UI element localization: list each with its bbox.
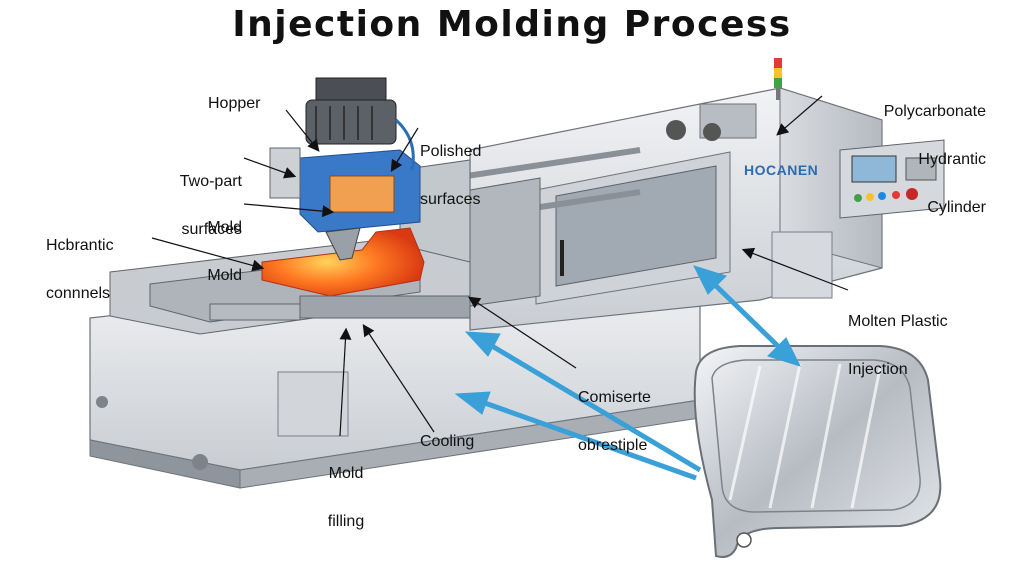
label-molten-line2: Injection <box>848 361 908 378</box>
process-arrows <box>454 265 801 481</box>
label-mold-line1: Mold <box>207 219 242 236</box>
molded-part-image <box>693 345 942 558</box>
brand-label: HOCANEN <box>744 162 819 178</box>
label-cylinder-line2: Hydrantic <box>918 151 986 168</box>
machine-cabinet <box>469 87 883 331</box>
label-cooling: Cooling <box>420 433 475 450</box>
label-cylinder-line3: Cylinder <box>927 199 986 216</box>
label-polished-surfaces: Polished surfaces <box>420 112 481 224</box>
label-two-part-line2: surfaces <box>181 221 242 238</box>
motor-icon <box>305 77 415 171</box>
label-polished-line2: surfaces <box>420 191 481 208</box>
label-two-part-surfaces: Two-part surfaces <box>128 142 242 254</box>
label-polished-line1: Polished <box>420 143 482 160</box>
label-channels-line2: connnels <box>46 285 111 302</box>
label-channels: Hcbrantic connnels <box>46 206 114 318</box>
label-comiserte-line2: obrestiple <box>578 437 648 454</box>
label-molten-line1: Molten Plastic <box>848 313 948 330</box>
label-hopper: Hopper <box>208 95 261 112</box>
label-comiserte-line1: Comiserte <box>578 389 651 406</box>
label-comiserte: Comiserte obrestiple <box>578 358 651 470</box>
label-mold-filling-line2: filling <box>327 513 365 530</box>
label-mold-filling-line1: Mold <box>328 465 364 482</box>
leader-lines <box>151 95 849 437</box>
label-channels-line1: Hcbrantic <box>46 237 114 254</box>
label-cylinder: Polycarbonate Hydrantic Cylinder <box>814 72 986 232</box>
label-molten-plastic: Molten Plastic Injection <box>848 282 948 394</box>
label-two-part-line1: Two-part <box>179 173 242 190</box>
page-title: Injection Molding Process <box>232 4 792 45</box>
label-mold-filling: Mold filling <box>306 434 386 546</box>
label-mold: Mold Mold <box>170 188 242 300</box>
label-cylinder-line1: Polycarbonate <box>883 103 986 120</box>
label-mold-line2: Mold <box>207 267 242 284</box>
control-panel-icon <box>839 139 945 219</box>
mold-area <box>109 227 471 335</box>
signal-tower-icon <box>774 58 782 100</box>
